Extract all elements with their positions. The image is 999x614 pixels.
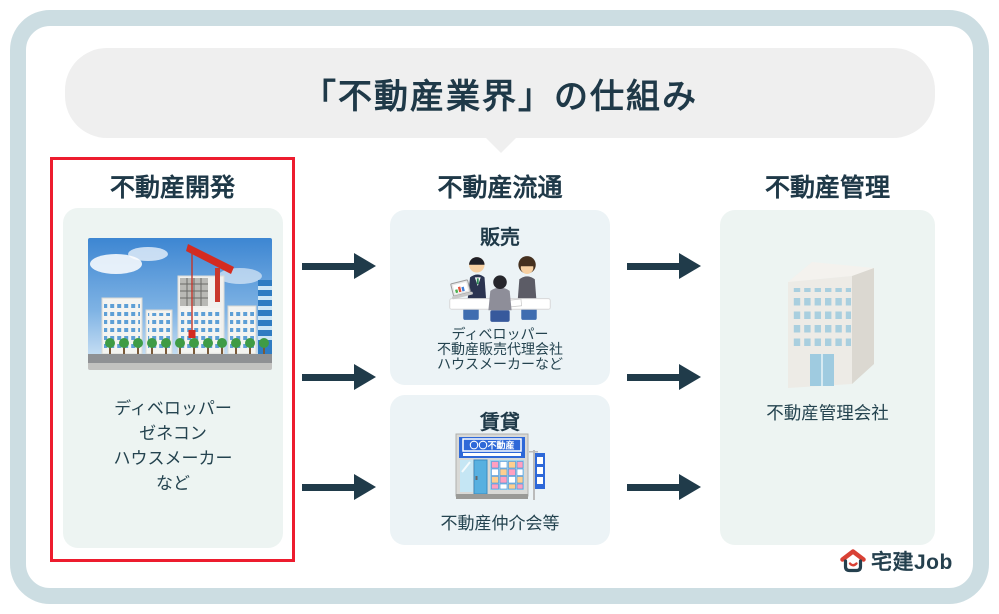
development-panel: ディベロッパー ゼネコン ハウスメーカー など	[63, 208, 283, 548]
rental-caption: 不動産仲介会等	[440, 514, 560, 533]
list-item: など	[156, 474, 190, 493]
title-bubble: 「不動産業界」の仕組み	[65, 48, 935, 138]
arrow-right-icon	[627, 253, 701, 279]
title-bubble-tail	[484, 136, 518, 153]
storefront-sign-text: 〇〇不動産	[469, 440, 514, 451]
column-header-distribution: 不動産流通	[437, 174, 563, 202]
arrow-right-icon	[302, 474, 376, 500]
development-highlight-box	[50, 157, 295, 562]
sales-label: 販売	[480, 227, 520, 249]
arrow-right-icon	[627, 474, 701, 500]
page-title: 「不動産業界」の仕組み	[302, 77, 698, 116]
list-item: ゼネコン	[139, 424, 207, 443]
list-item: ディベロッパー	[451, 326, 549, 342]
management-panel: 不動産管理会社	[720, 210, 935, 545]
list-item: ハウスメーカーなど	[437, 356, 563, 372]
sales-box: 販売	[390, 210, 610, 385]
arrow-right-icon	[302, 253, 376, 279]
construction-site-photo	[88, 238, 272, 370]
sales-companies-list: ディベロッパー 不動産販売代理会社 ハウスメーカーなど	[390, 327, 610, 372]
list-item: ディベロッパー	[114, 399, 232, 418]
house-logo-icon	[840, 549, 866, 573]
list-item: ハウスメーカー	[113, 449, 233, 468]
storefront-illustration: 〇〇不動産	[455, 433, 545, 500]
arrow-right-icon	[627, 364, 701, 390]
brand-logo: 宅建Job	[840, 546, 953, 576]
office-building-illustration	[788, 262, 874, 388]
list-item: 不動産販売代理会社	[437, 341, 563, 357]
outer-frame-border	[10, 10, 989, 604]
rental-box: 賃貸 〇〇不動産	[390, 395, 610, 545]
arrow-right-icon	[302, 364, 376, 390]
development-companies-list: ディベロッパー ゼネコン ハウスメーカー など	[63, 396, 283, 496]
rental-label: 賃貸	[480, 412, 520, 434]
column-header-management: 不動産管理	[764, 174, 890, 202]
sales-meeting-illustration	[449, 256, 551, 322]
column-header-development: 不動産開発	[109, 174, 235, 202]
brand-logo-text: 宅建Job	[871, 551, 953, 574]
management-caption: 不動産管理会社	[766, 403, 889, 423]
